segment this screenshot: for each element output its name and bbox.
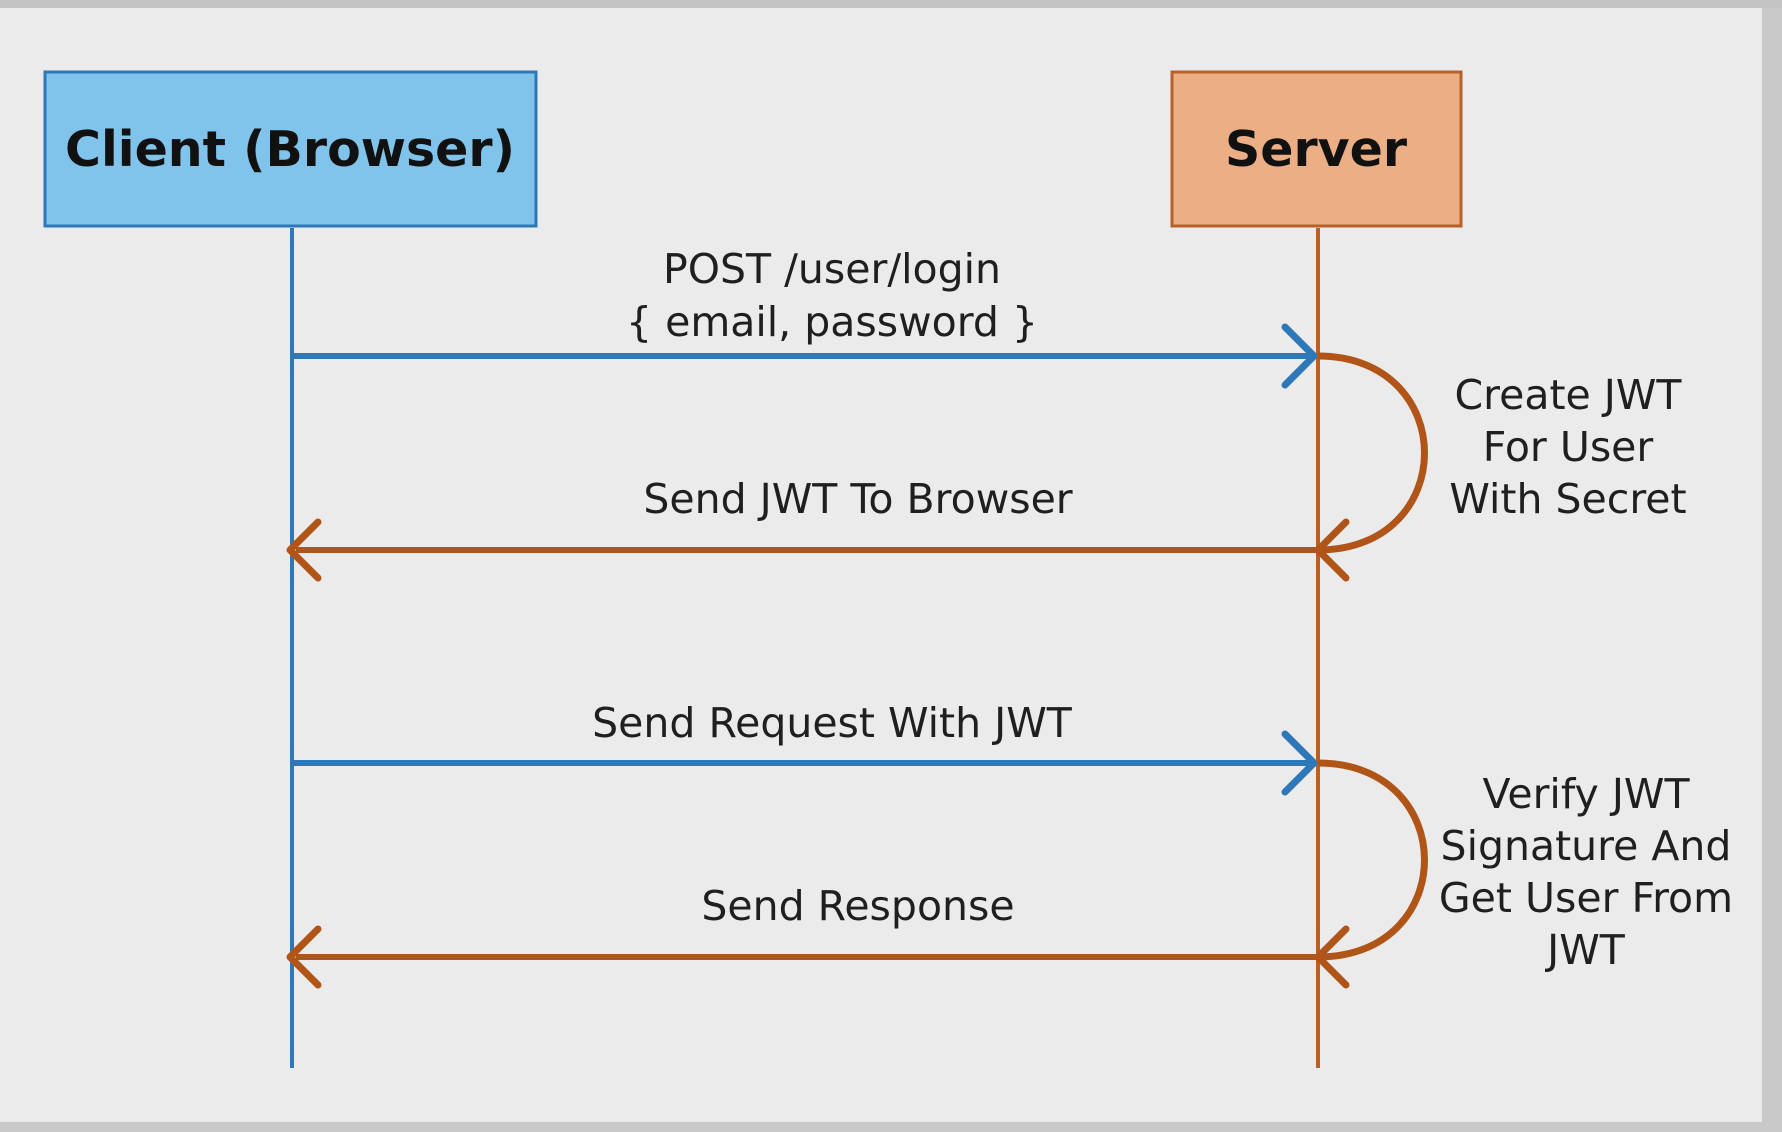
login-request-message: POST /user/login { email, password } [292,245,1318,389]
server-actor: Server [1170,70,1463,228]
final-response-message: Send Response [286,882,1318,989]
login-request-label-line2: { email, password } [626,298,1038,346]
create-jwt-loop-arc [1317,352,1428,554]
auth-request-arrowhead [1281,730,1318,796]
server-actor-label: Server [1225,121,1408,178]
login-request-arrowhead [1281,323,1318,389]
jwt-response-message: Send JWT To Browser [286,475,1318,582]
login-request-label-line1: POST /user/login [663,245,1001,293]
create-jwt-note-line1: Create JWT [1455,371,1683,419]
verify-jwt-loop: Verify JWT Signature And Get User From J… [1314,759,1733,989]
verify-jwt-note-line1: Verify JWT [1482,770,1690,818]
verify-jwt-note-line4: JWT [1544,926,1626,974]
sequence-diagram: Client (Browser) Server POST /user/login… [43,70,1733,1068]
client-actor-label: Client (Browser) [65,121,515,178]
final-response-arrowhead [286,925,322,989]
final-response-label: Send Response [701,882,1014,930]
client-actor: Client (Browser) [43,70,538,228]
create-jwt-note-line2: For User [1483,423,1654,471]
verify-jwt-loop-arc [1317,759,1428,961]
verify-jwt-note-line2: Signature And [1441,822,1732,870]
create-jwt-note-line3: With Secret [1449,475,1686,523]
jwt-response-arrowhead [286,518,322,582]
create-jwt-loop: Create JWT For User With Secret [1314,352,1687,582]
auth-request-label: Send Request With JWT [592,699,1073,747]
top-strip [0,0,1782,8]
client-actor-box [43,70,538,228]
auth-request-message: Send Request With JWT [292,699,1318,796]
verify-jwt-note-line3: Get User From [1439,874,1733,922]
jwt-response-label: Send JWT To Browser [643,475,1072,523]
server-actor-box [1170,70,1463,228]
diagram-canvas: Client (Browser) Server POST /user/login… [0,8,1762,1122]
